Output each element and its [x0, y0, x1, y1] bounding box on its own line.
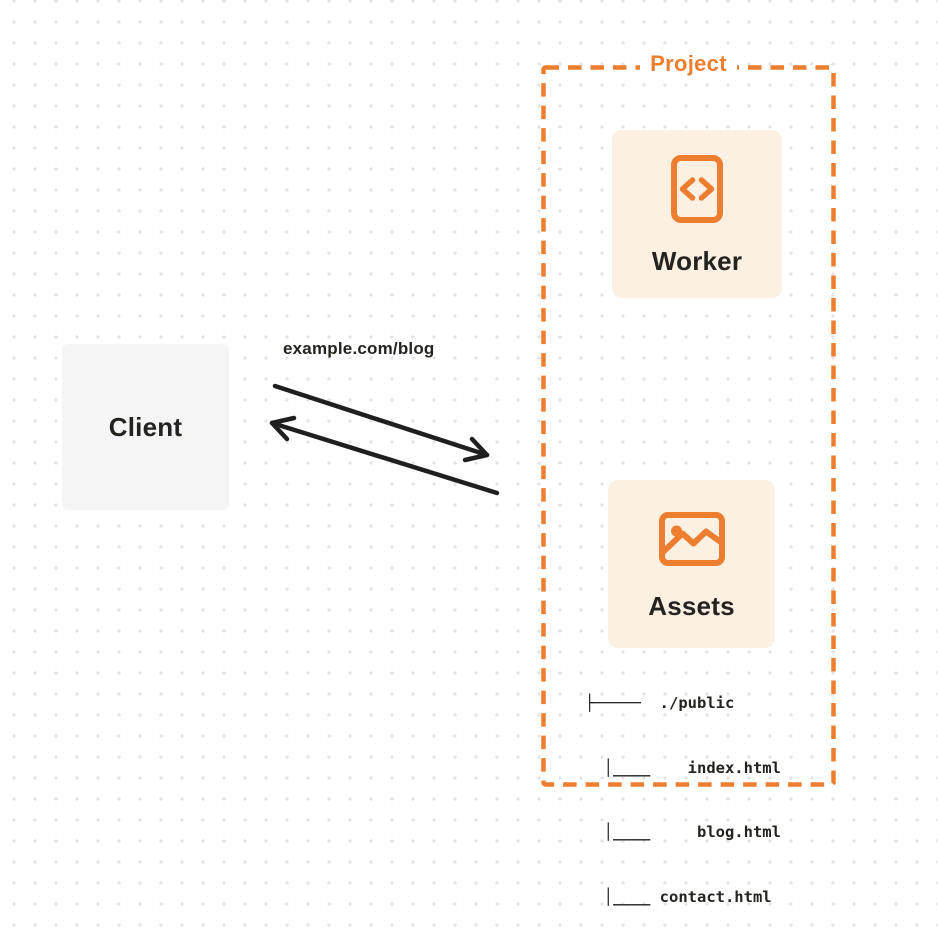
- image-icon: [658, 512, 725, 566]
- file-tree-line: │____ index.html: [585, 758, 781, 777]
- project-label: Project: [541, 51, 836, 77]
- assets-card: Assets: [608, 480, 775, 648]
- file-tree-line: │____ blog.html: [585, 823, 781, 841]
- assets-file-tree: ├───── ./public │____ index.html │____ b…: [585, 650, 781, 930]
- file-tree-line: │____ contact.html: [585, 887, 772, 906]
- client-label: Client: [108, 411, 183, 442]
- assets-label: Assets: [648, 591, 735, 621]
- file-tree-line: ├───── ./public: [585, 694, 735, 712]
- worker-card: Worker: [612, 130, 782, 298]
- client-box: Client: [62, 344, 229, 510]
- request-arrow: [272, 383, 490, 463]
- code-file-icon: [671, 155, 723, 223]
- request-url-label: example.com/blog: [283, 339, 435, 358]
- request-response-arrows: [269, 383, 500, 496]
- worker-label: Worker: [651, 246, 743, 276]
- response-arrow: [269, 415, 500, 496]
